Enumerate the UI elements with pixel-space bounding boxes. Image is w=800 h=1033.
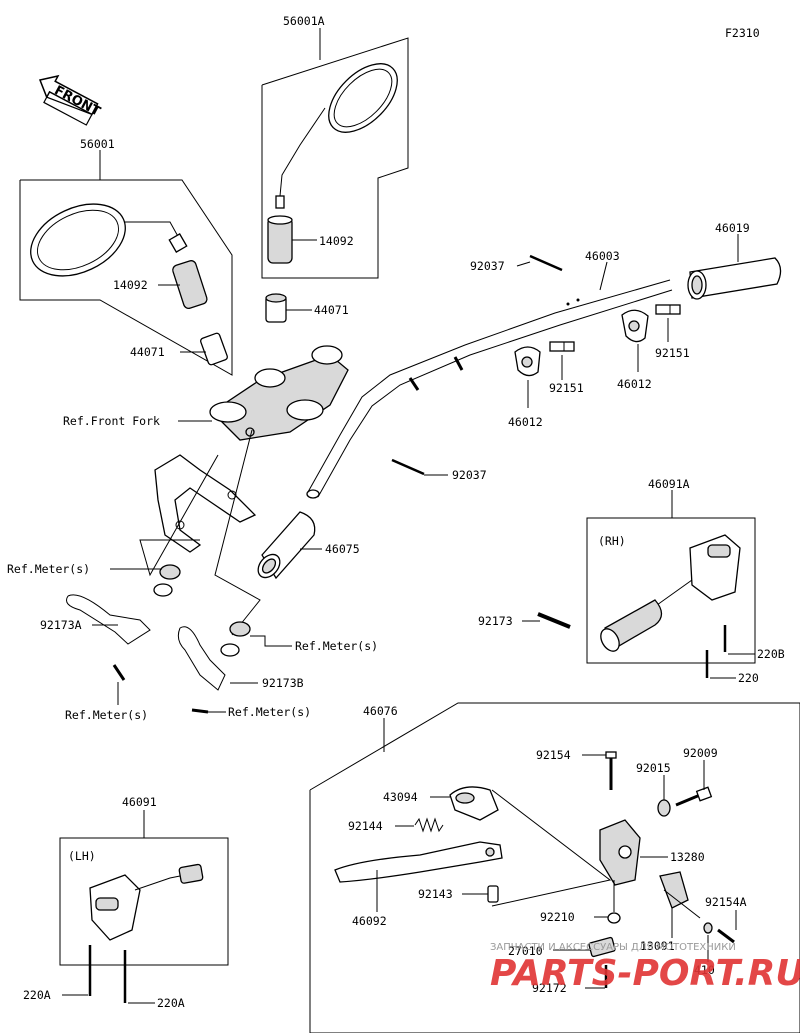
nut-92210 <box>607 912 621 924</box>
part-label-92151-b: 92151 <box>549 381 584 395</box>
bolt-92009 <box>675 786 713 807</box>
upper-triple-clamp <box>209 345 349 441</box>
part-label-13091: 13091 <box>640 939 675 953</box>
part-label-43094: 43094 <box>383 790 418 804</box>
mirror-56001A-group-outline <box>261 37 409 279</box>
pin-92037-mid <box>391 458 425 476</box>
bracket-92173B <box>177 626 226 691</box>
grip-46019 <box>687 257 782 300</box>
part-label-92172: 92172 <box>532 981 567 995</box>
screw-meter-1 <box>112 664 126 681</box>
part-labels: 56001A 56001 14092 14092 44071 44071 92037 4600… <box>7 14 785 1010</box>
part-label-46076: 46076 <box>363 704 398 718</box>
part-label-44071-a: 44071 <box>314 303 349 317</box>
part-label-46092: 46092 <box>352 914 387 928</box>
bolt-92151-right <box>655 304 681 315</box>
bolt-92151-left <box>549 341 575 352</box>
figure-code: F2310 <box>725 26 760 40</box>
part-label-92210: 92210 <box>540 910 575 924</box>
nut-44071-top <box>265 293 287 323</box>
lever-46092 <box>334 841 503 883</box>
part-label-220a-a: 220A <box>23 988 51 1002</box>
part-label-92151-a: 92151 <box>655 346 690 360</box>
part-label-220a-b: 220A <box>157 996 185 1010</box>
bolt-92154A <box>717 928 735 944</box>
part-label-46019: 46019 <box>715 221 750 235</box>
part-label-56001a: 56001A <box>283 14 325 28</box>
front-arrow-icon: FRONT <box>38 74 103 126</box>
part-label-92037-a: 92037 <box>470 259 505 273</box>
part-label-rh: (RH) <box>598 534 626 548</box>
mirror-56001A <box>275 63 398 209</box>
holder-46012-right <box>621 309 649 343</box>
damper-3 <box>229 621 251 637</box>
pin-92037-top <box>529 254 563 272</box>
part-label-14092-b: 14092 <box>113 278 148 292</box>
part-label-92154: 92154 <box>536 748 571 762</box>
watermark-text: ЗАПЧАСТИ И АКСЕССУАРЫ ДЛЯ МОТОТЕХНИКИ <box>490 942 736 953</box>
mirror-56001-group-outline <box>19 179 233 376</box>
part-label-220-rh: 220 <box>738 671 759 685</box>
part-label-46075: 46075 <box>325 542 360 556</box>
part-label-92173a: 92173A <box>40 618 82 632</box>
lh-switch-group-box <box>59 837 229 966</box>
part-label-92154a: 92154A <box>705 895 747 909</box>
part-label-92037-b: 92037 <box>452 468 487 482</box>
spring-92144 <box>414 817 444 833</box>
part-label-410: 410 <box>694 963 715 977</box>
part-label-13280: 13280 <box>670 850 705 864</box>
part-label-220b: 220B <box>757 647 785 661</box>
damper-2 <box>153 583 173 597</box>
part-label-46091a: 46091A <box>648 477 690 491</box>
part-label-56001: 56001 <box>80 137 115 151</box>
part-label-46003: 46003 <box>585 249 620 263</box>
part-label-92173b: 92173B <box>262 676 304 690</box>
part-label-46091: 46091 <box>122 795 157 809</box>
clamp-92173 <box>537 612 571 629</box>
bracket-13280 <box>599 819 641 886</box>
holder-43094 <box>449 786 499 821</box>
damper-4 <box>220 643 240 657</box>
switch-46091 <box>89 863 204 941</box>
part-label-14092-a: 14092 <box>319 234 354 248</box>
part-label-92143: 92143 <box>418 887 453 901</box>
part-label-46012-b: 46012 <box>508 415 543 429</box>
part-label-92009: 92009 <box>683 746 718 760</box>
rubber-boot-14092-top <box>267 215 293 264</box>
part-label-44071-b: 44071 <box>130 345 165 359</box>
part-label-92173: 92173 <box>478 614 513 628</box>
nut-44071-left <box>200 332 228 366</box>
damper-1 <box>159 564 181 580</box>
handlebar-46003 <box>306 279 673 499</box>
meter-bracket <box>154 454 257 553</box>
bolt-92154 <box>605 751 617 790</box>
part-label-ref-meter-4: Ref.Meter(s) <box>228 705 311 719</box>
part-label-ref-meter-1: Ref.Meter(s) <box>7 562 90 576</box>
lever-group-outline <box>309 702 800 1033</box>
part-label-ref-meter-2: Ref.Meter(s) <box>295 639 378 653</box>
rh-switch-group-box <box>586 517 756 664</box>
part-label-ref-meter-3: Ref.Meter(s) <box>65 708 148 722</box>
switch-27010 <box>588 936 616 958</box>
clamp-13091 <box>659 871 689 909</box>
part-label-27010: 27010 <box>508 944 543 958</box>
switch-46091A <box>600 534 741 652</box>
grip-46075 <box>257 511 316 580</box>
part-label-46012-a: 46012 <box>617 377 652 391</box>
part-label-lh: (LH) <box>68 849 96 863</box>
watermark-logo: PARTS-PORT.RU <box>490 953 800 994</box>
screw-meter-2 <box>191 708 209 714</box>
collar-92143 <box>487 885 499 903</box>
rubber-boot-14092-left <box>172 260 208 309</box>
part-label-92015: 92015 <box>636 761 671 775</box>
mirror-56001 <box>30 203 188 277</box>
washer-92015 <box>657 799 671 817</box>
washer-410 <box>703 922 713 934</box>
holder-46012-left <box>514 346 541 377</box>
part-label-92144: 92144 <box>348 819 383 833</box>
part-label-ref-front-fork: Ref.Front Fork <box>63 414 160 428</box>
bracket-92173A <box>66 594 151 645</box>
